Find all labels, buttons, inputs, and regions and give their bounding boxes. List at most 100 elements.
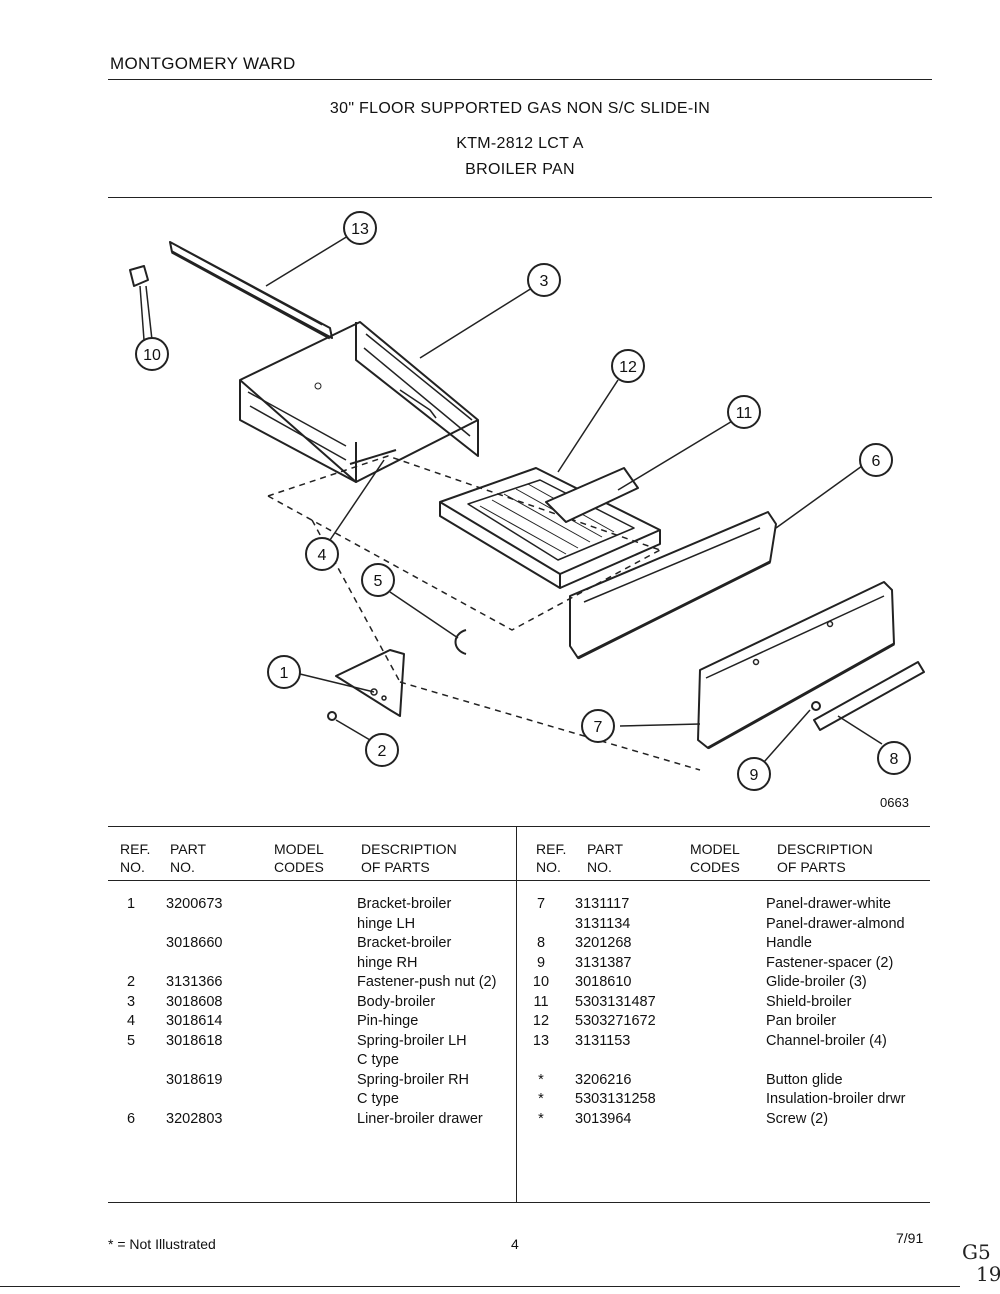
title-rule (108, 197, 932, 198)
table-cell-ref: 3 (126, 993, 136, 1010)
left-header-part: PART NO. (170, 840, 206, 876)
page-number: 4 (511, 1236, 519, 1252)
table-cell-ref: * (538, 1071, 544, 1088)
left-header-desc: DESCRIPTION OF PARTS (361, 840, 457, 876)
channel-broiler-part (169, 241, 333, 340)
callout-8-label: 8 (890, 751, 899, 768)
callout-4: 4 (305, 537, 339, 571)
table-cell-ref: 12 (532, 1013, 550, 1029)
table-cell-part: 3206216 (575, 1071, 632, 1088)
header-ref-line2: NO. (120, 859, 145, 875)
liner-broiler-drawer-part (569, 511, 777, 660)
table-cell-ref: 7 (536, 896, 546, 912)
drawing-code: 0663 (880, 795, 909, 810)
table-cell-desc: Channel-broiler (4) (766, 1032, 887, 1049)
table-cell-desc: C type (357, 1052, 399, 1068)
callout-12-label: 12 (619, 359, 637, 376)
table-cell-ref: 8 (536, 935, 546, 951)
header-desc-line1: DESCRIPTION (777, 841, 873, 857)
table-cell-desc: hinge LH (357, 915, 416, 932)
table-cell-part: 3201268 (575, 935, 632, 951)
page-title-line2: KTM-2812 LCT A (456, 135, 584, 152)
header-ref-line2: NO. (536, 859, 561, 875)
table-cell-desc: Bracket-broiler (357, 935, 452, 951)
panel-drawer-part (697, 581, 895, 750)
table-cell-desc: Bracket-broiler (357, 896, 452, 912)
table-cell-part: 3018660 (166, 935, 223, 951)
table-cell-desc: Pin-hinge (357, 1013, 419, 1029)
brand-name: MONTGOMERY WARD (110, 54, 296, 73)
shield-broiler-part (545, 467, 639, 523)
callout-2: 2 (365, 733, 399, 767)
not-illustrated-note: * = Not Illustrated (108, 1236, 216, 1252)
right-header-model: MODEL CODES (690, 840, 740, 876)
table-cell-ref: 11 (533, 993, 549, 1010)
footer-rule (0, 1286, 960, 1287)
table-cell-ref: 10 (532, 974, 550, 990)
header-ref-line1: REF. (536, 841, 567, 857)
right-header-part: PART NO. (587, 840, 623, 876)
header-ref-line1: REF. (120, 841, 151, 857)
left-header-ref: REF. NO. (120, 840, 150, 876)
table-cell-part: 3018619 (166, 1071, 223, 1088)
margin-note-bottom: 19 (976, 1262, 1000, 1286)
table-cell-desc: Panel-drawer-white (766, 896, 891, 912)
callout-6: 6 (859, 443, 893, 477)
callout-group: 13 3 10 12 11 6 4 5 1 7 2 9 8 (135, 211, 911, 791)
margin-note-top: G5 (962, 1240, 991, 1264)
table-cell-part: 3200673 (166, 896, 223, 912)
header-model-line1: MODEL (690, 841, 740, 857)
table-cell-part: 5303271672 (575, 1013, 656, 1029)
revision-date: 7/91 (896, 1230, 924, 1246)
callout-1-label: 1 (280, 665, 289, 682)
table-cell-part: 3018610 (575, 974, 632, 990)
fastener-spacer-part (811, 701, 821, 711)
header-part-line1: PART (587, 841, 624, 857)
callout-5-label: 5 (374, 573, 383, 590)
table-cell-part: 3202803 (166, 1110, 223, 1127)
callout-3-label: 3 (540, 273, 549, 290)
table-header-rule (108, 880, 930, 881)
header-rule (108, 79, 932, 80)
header-desc-line1: DESCRIPTION (361, 841, 457, 857)
table-cell-desc: Body-broiler (357, 993, 436, 1010)
right-header-desc: DESCRIPTION OF PARTS (777, 840, 873, 876)
table-cell-ref: * (538, 1091, 544, 1107)
header-part-line2: NO. (587, 859, 612, 875)
table-cell-part: 5303131487 (575, 993, 656, 1010)
callout-12: 12 (611, 349, 645, 383)
callout-4-label: 4 (318, 547, 327, 564)
callout-11-label: 11 (736, 405, 753, 422)
pan-broiler-part (439, 467, 661, 589)
callout-9-label: 9 (750, 767, 759, 784)
callout-13: 13 (343, 211, 377, 245)
table-cell-ref: 2 (126, 974, 136, 990)
table-cell-desc: Shield-broiler (766, 993, 852, 1010)
handle-part (813, 661, 925, 731)
table-cell-part: 3131366 (166, 974, 223, 990)
table-top-rule (108, 826, 930, 827)
header-model-line1: MODEL (274, 841, 324, 857)
table-cell-part: 3018618 (166, 1032, 223, 1049)
drawer-guide-outline (267, 455, 701, 771)
table-cell-ref: 6 (126, 1110, 136, 1127)
callout-10-label: 10 (143, 347, 161, 364)
callout-7: 7 (581, 709, 615, 743)
table-cell-desc: Screw (2) (766, 1110, 829, 1127)
callout-9: 9 (737, 757, 771, 791)
callout-2-label: 2 (378, 743, 387, 760)
table-cell-part: 3131117 (575, 896, 630, 912)
callout-6-label: 6 (872, 453, 881, 470)
table-cell-desc: Spring-broiler RH (357, 1071, 470, 1088)
table-cell-part: 3131387 (575, 954, 632, 971)
callout-8: 8 (877, 741, 911, 775)
header-part-line1: PART (170, 841, 207, 857)
table-cell-part: 3131134 (575, 915, 631, 932)
callout-3: 3 (527, 263, 561, 297)
table-cell-desc: Panel-drawer-almond (766, 915, 905, 932)
table-cell-ref: 9 (536, 954, 546, 971)
table-cell-part: 3013964 (575, 1110, 632, 1127)
table-cell-desc: hinge RH (357, 954, 418, 971)
table-bottom-rule (108, 1202, 930, 1203)
table-cell-desc: Fastener-spacer (2) (766, 954, 894, 971)
